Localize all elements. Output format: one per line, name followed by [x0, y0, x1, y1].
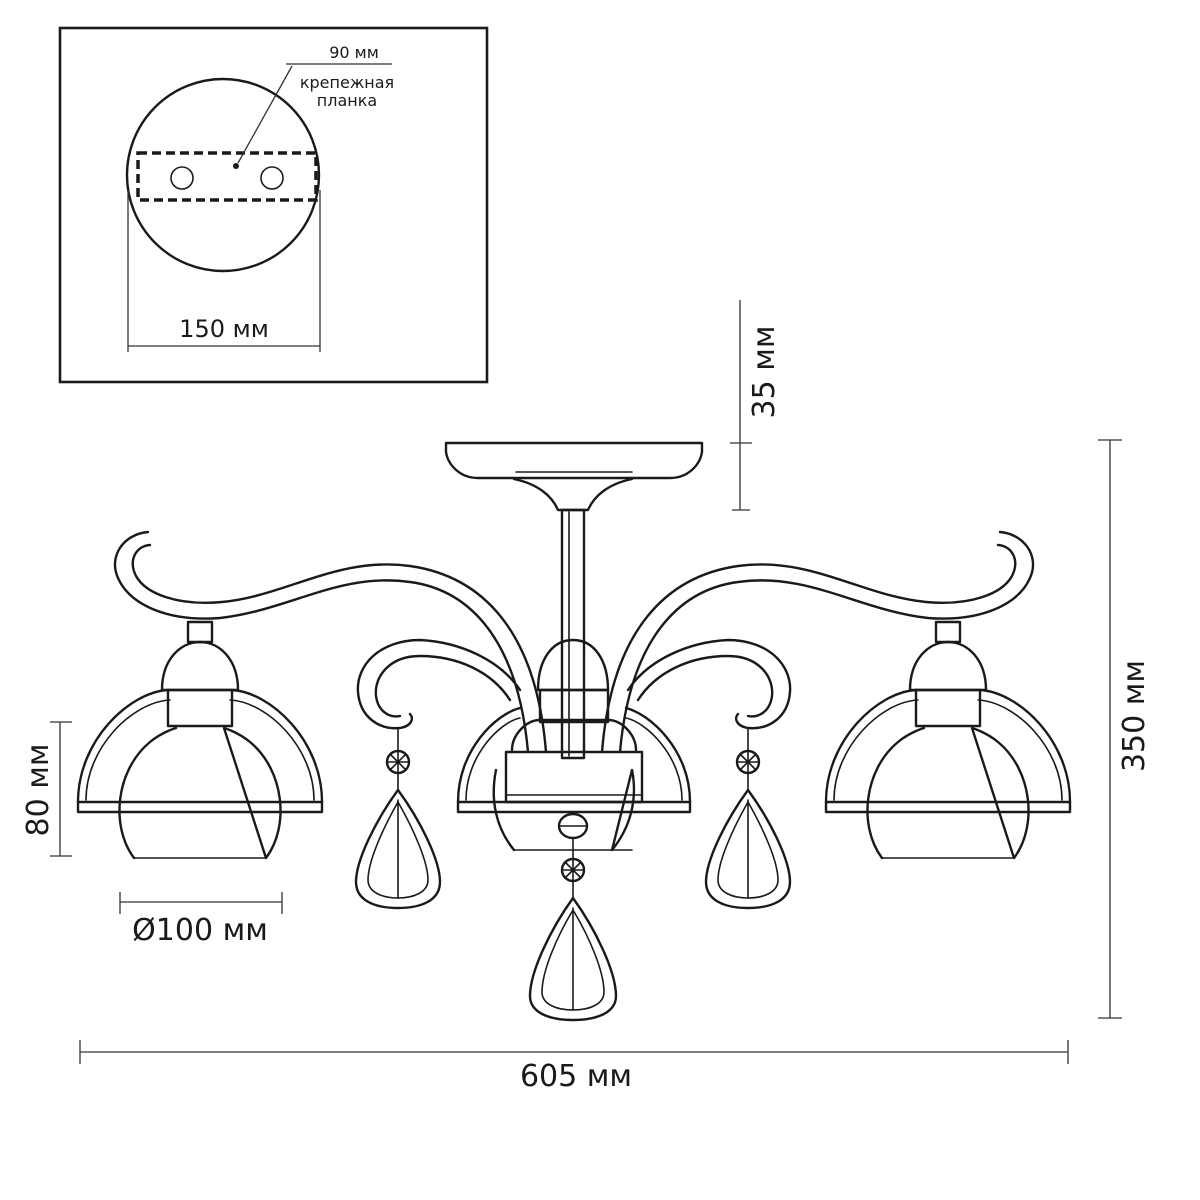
center-body — [504, 638, 644, 804]
dimension-lines — [50, 300, 1122, 1064]
mounting-plate-outline — [136, 151, 318, 202]
left-lamp-shade — [76, 620, 324, 860]
middle-lamp-shade — [456, 706, 692, 859]
center-crystal-pendant — [528, 857, 618, 1022]
plate-width-label: 90 мм — [329, 43, 379, 62]
dimension-labels: 35 мм 350 мм 80 мм Ø100 мм 605 мм — [21, 326, 1152, 1094]
plate-leader-line — [237, 65, 293, 164]
total-width-label: 605 мм — [520, 1059, 632, 1094]
right-lamp-shade — [824, 620, 1072, 860]
plate-label-line1: крепежная — [300, 73, 394, 92]
left-crystal-pendant — [354, 727, 442, 910]
base-circle — [125, 77, 321, 273]
canopy-height-label: 35 мм — [747, 326, 782, 419]
center-stem — [560, 508, 586, 760]
plate-label-line2: планка — [317, 91, 377, 110]
screw-hole-right — [260, 166, 284, 190]
left-arm — [113, 530, 548, 754]
screw-hole-left — [170, 166, 194, 190]
right-crystal-pendant — [704, 727, 792, 910]
mounting-base-inset: 90 мм крепежная планка 150 мм — [58, 26, 489, 384]
shade-diameter-label: Ø100 мм — [132, 913, 268, 948]
base-diameter-label: 150 мм — [179, 315, 269, 343]
right-arm — [600, 530, 1035, 754]
right-small-curl — [626, 638, 792, 730]
left-small-curl — [356, 638, 522, 730]
inset-frame — [58, 26, 489, 384]
chandelier-side-view — [76, 441, 1072, 1022]
total-height-label: 350 мм — [1117, 660, 1152, 772]
ceiling-canopy — [444, 441, 704, 512]
shade-height-label: 80 мм — [21, 744, 56, 837]
plate-center-dot — [233, 163, 239, 169]
